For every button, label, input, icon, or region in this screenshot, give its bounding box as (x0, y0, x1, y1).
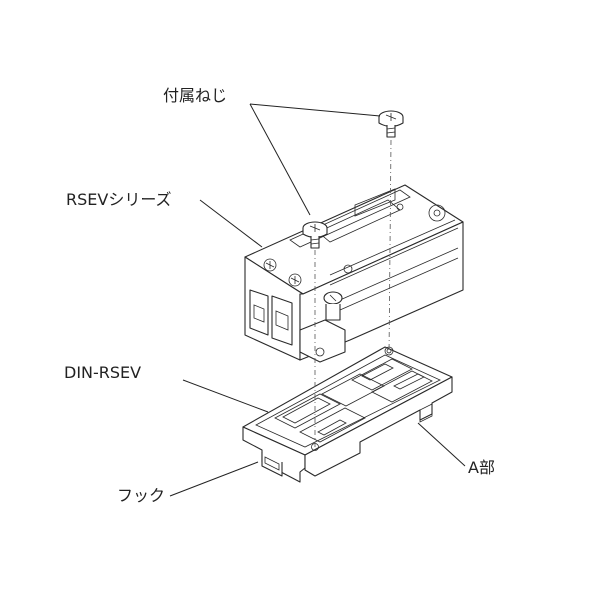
screws-label: 付属ねじ (163, 86, 228, 105)
part-a-label: A部 (468, 458, 495, 477)
din-rsev-label: DIN-RSEV (64, 363, 142, 382)
rsev-unit (244, 184, 464, 363)
alignment-lines (314, 139, 392, 450)
hook-label: フック (117, 486, 166, 505)
rsev-series-label: RSEVシリーズ (66, 190, 172, 209)
din-rsev-base (242, 346, 453, 483)
screw-left (302, 221, 328, 249)
screw-right (378, 110, 404, 138)
leader-lines (169, 103, 466, 497)
